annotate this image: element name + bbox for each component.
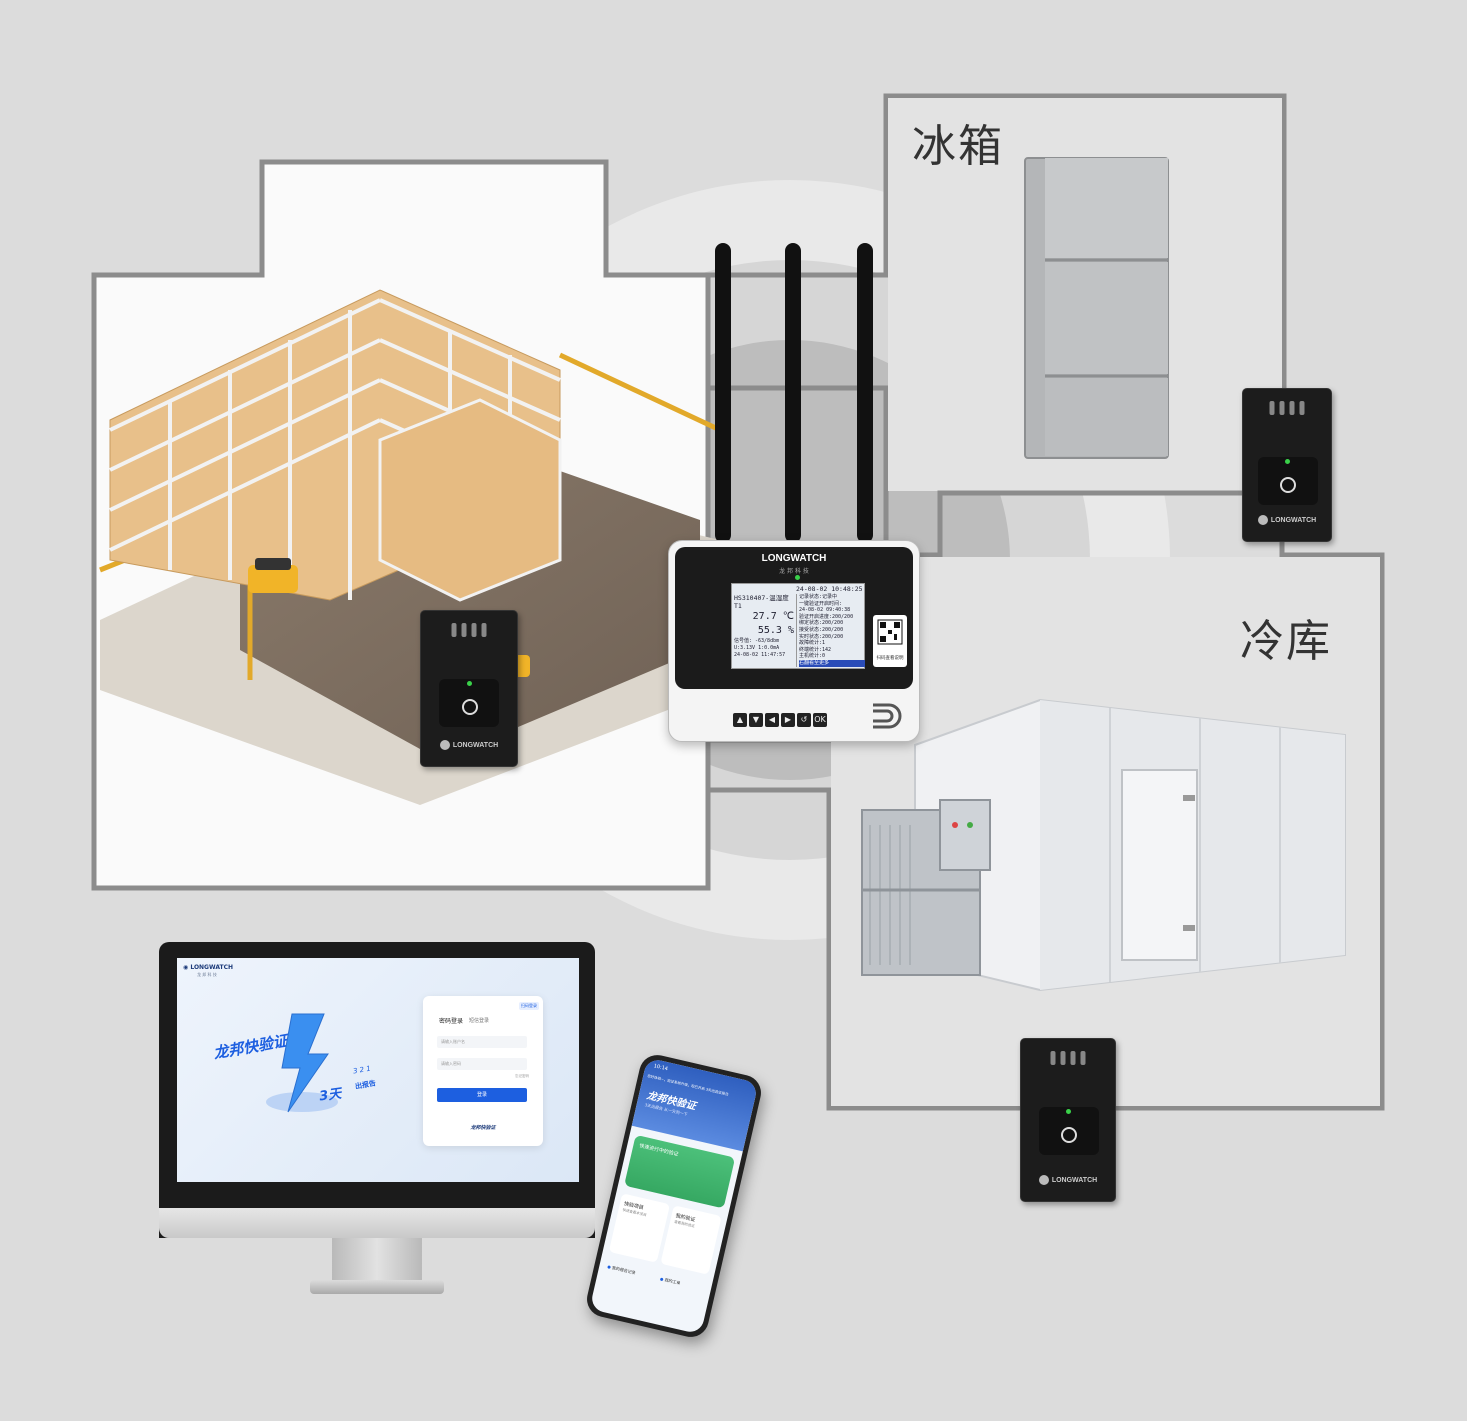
sensor-brand: LONGWATCH <box>421 740 517 750</box>
sensor-led <box>1285 459 1290 464</box>
lcd-temperature: 27.7 ℃ <box>752 611 794 622</box>
lightning-icon <box>266 1013 338 1113</box>
sensor-vents-icon <box>451 623 487 637</box>
logo-icon <box>439 740 450 750</box>
web-hero-sub: 出报告 <box>354 1079 377 1091</box>
vent-slots-icon <box>873 703 902 729</box>
cold-storage-zone-label: 冷库 <box>1240 616 1332 667</box>
gateway-lcd: 24-08-02 10:48:25 HS310407-温湿度 T1 27.7 ℃… <box>731 583 865 669</box>
gateway-brand: LONGWATCH <box>761 553 827 564</box>
gateway-brand-sub: 龙 邦 科 技 <box>779 568 809 575</box>
lcd-right-line: 实时状态:200/200 <box>799 633 844 640</box>
lcd-right-line: 主机统计:0 <box>799 653 826 660</box>
tab-password-login[interactable]: 密码登录 <box>439 1018 464 1025</box>
antenna-left <box>715 243 731 543</box>
antenna-right <box>857 243 873 543</box>
sensor-vents-icon <box>1050 1051 1086 1065</box>
account-input[interactable]: 请输入账户名 <box>437 1036 527 1048</box>
key-ok[interactable]: OK <box>813 713 827 727</box>
sensor-brand: LONGWATCH <box>1021 1175 1115 1185</box>
login-button[interactable]: 登录 <box>437 1088 527 1102</box>
power-icon[interactable] <box>1061 1127 1077 1143</box>
monitor: ◉ LONGWATCH 龙 邦 科 技 龙邦快验证 3天 3 2 1 出报告 密… <box>159 942 595 1238</box>
phone-link-tickets[interactable]: ● 我的工单 <box>659 1276 681 1286</box>
key-down[interactable]: ▼ <box>749 713 763 727</box>
sensor-cold-storage: LONGWATCH <box>1020 1038 1116 1202</box>
gateway-face: LONGWATCH 龙 邦 科 技 24-08-02 10:48:25 HS31… <box>675 547 913 689</box>
lcd-left-column: HS310407-温湿度 T1 27.7 ℃ 55.3 % 信号值: -63/8… <box>734 594 794 659</box>
tab-sms-login[interactable]: 短信登录 <box>469 1018 490 1024</box>
lcd-right-line: 右翻看至更多 <box>799 659 865 667</box>
key-back[interactable]: ↺ <box>797 713 811 727</box>
sensor-warehouse: LONGWATCH <box>420 610 518 767</box>
phone-card-quick[interactable]: 快验项目 快速查看本项目 <box>608 1193 671 1263</box>
qr-code-icon <box>877 619 903 645</box>
monitor-stand <box>310 1280 444 1294</box>
phone-link-report[interactable]: ● 我的报告记录 <box>606 1263 637 1276</box>
web-brand-sub: 龙 邦 科 技 <box>197 972 217 977</box>
monitor-chin <box>159 1208 595 1238</box>
lcd-left-line: HS310407-温湿度 <box>734 594 789 602</box>
shelf-racks <box>109 289 562 602</box>
lcd-right-line: 终端统计:142 <box>799 646 832 653</box>
lcd-right-line: 记录状态:记录中 <box>799 594 838 600</box>
forgot-password-link[interactable]: 忘记密码 <box>515 1074 529 1078</box>
fridge-zone-label: 冰箱 <box>912 121 1004 172</box>
lcd-right-line: 绑定状态:200/200 <box>799 620 844 627</box>
power-icon[interactable] <box>462 699 478 715</box>
login-footer-brand: 龙邦快验证 <box>470 1125 496 1131</box>
web-logo-icon: ◉ <box>183 964 191 971</box>
monitor-neck <box>332 1238 422 1280</box>
login-card: 密码登录 短信登录 扫码登录 请输入账户名 请输入密码 忘记密码 登录 龙邦快验… <box>423 996 543 1146</box>
logo-icon <box>1038 1175 1049 1185</box>
gateway-keypad: ▲▼◀▶↺OK <box>733 707 829 727</box>
qr-sticker: 扫码查看说明 <box>873 615 907 667</box>
lcd-left-line: U:3.13V 1:0.0mA <box>734 645 780 651</box>
cold-room-door <box>1121 769 1198 961</box>
lcd-right-column: 记录状态:记录中 一键验证开启时间: 24-08-02 09:40:38 验证开… <box>796 594 865 667</box>
lcd-right-line: 故障统计:1 <box>799 640 826 647</box>
qr-login-tag[interactable]: 扫码登录 <box>519 1002 539 1010</box>
sensor-led <box>467 681 472 686</box>
key-right[interactable]: ▶ <box>781 713 795 727</box>
sensor-brand: LONGWATCH <box>1243 515 1331 525</box>
lcd-humidity: 55.3 % <box>757 625 794 636</box>
sensor-led <box>1066 1109 1071 1114</box>
qr-caption: 扫码查看说明 <box>876 656 904 661</box>
monitor-screen: ◉ LONGWATCH 龙 邦 科 技 龙邦快验证 3天 3 2 1 出报告 密… <box>177 958 579 1182</box>
key-up[interactable]: ▲ <box>733 713 747 727</box>
key-left[interactable]: ◀ <box>765 713 779 727</box>
lcd-left-line: T1 <box>734 602 742 610</box>
password-input[interactable]: 请输入密码 <box>437 1058 527 1070</box>
antenna-center <box>785 243 801 543</box>
lcd-right-line: 接受状态:200/200 <box>799 626 844 633</box>
logo-icon <box>1257 515 1268 525</box>
web-hero-numbers: 3 2 1 <box>352 1064 372 1076</box>
lcd-datetime: 24-08-02 10:48:25 <box>796 585 863 593</box>
sensor-vents-icon <box>1269 401 1305 415</box>
phone-card-mine[interactable]: 我的验证 查看我的验证 <box>660 1205 722 1275</box>
lcd-left-line: 信号值: -63/8dbm <box>734 638 780 644</box>
lcd-right-line: 一键验证开启时间: <box>799 600 843 607</box>
power-icon[interactable] <box>1280 477 1296 493</box>
web-hero-badge: 3天 <box>318 1086 343 1105</box>
gateway-device: LONGWATCH 龙 邦 科 技 24-08-02 10:48:25 HS31… <box>668 540 920 742</box>
control-box <box>939 799 991 871</box>
agv-robot-1 <box>248 565 298 593</box>
phone-hero-card-label: 快速进行中的验证 <box>638 1143 680 1158</box>
lcd-left-line: 24-08-02 11:47:57 <box>734 652 786 658</box>
lcd-right-line: 验证开启进度:200/200 <box>799 613 854 620</box>
lcd-right-line: 24-08-02 09:40:38 <box>799 607 851 614</box>
web-brand: ◉ LONGWATCH <box>183 964 234 971</box>
gateway-led <box>795 575 800 580</box>
sensor-fridge: LONGWATCH <box>1242 388 1332 542</box>
